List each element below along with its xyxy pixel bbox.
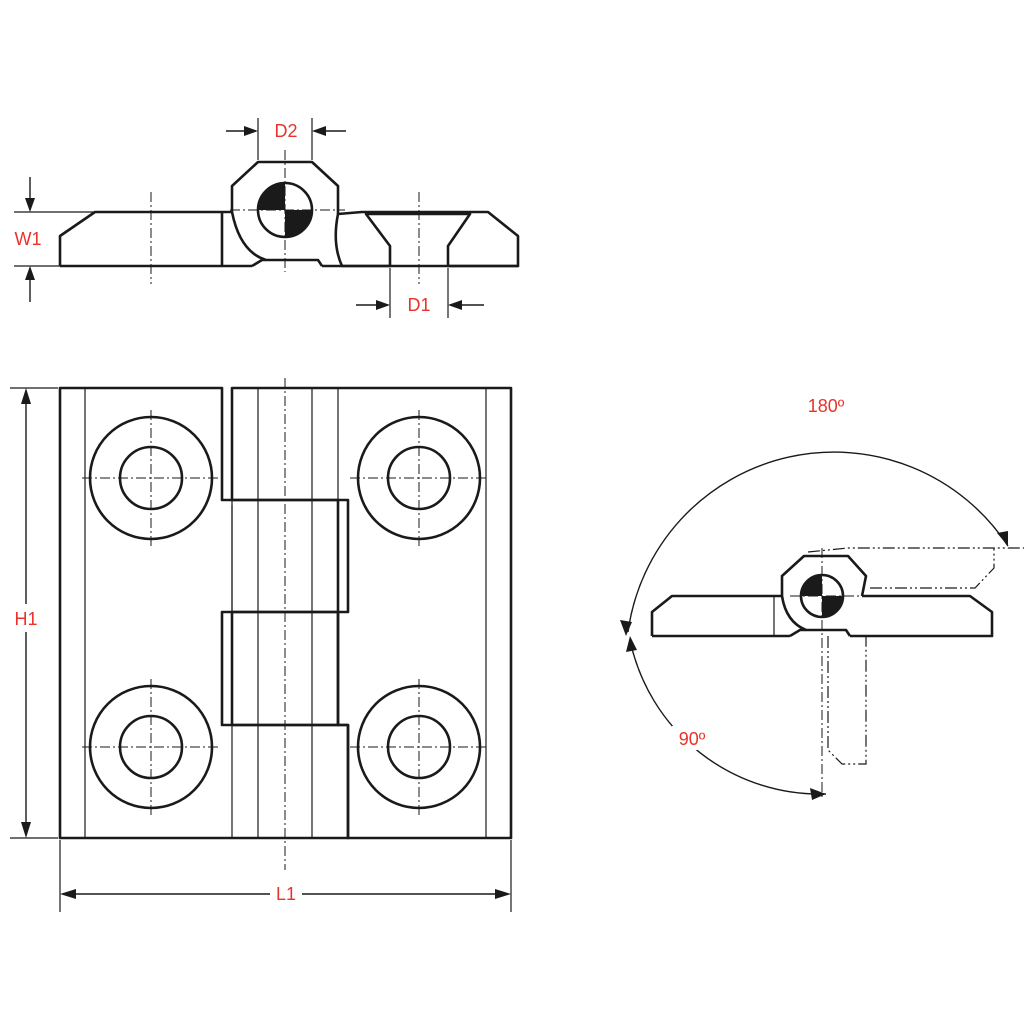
hole-bottom-left bbox=[82, 679, 220, 815]
label-d2: D2 bbox=[274, 121, 297, 141]
label-w1: W1 bbox=[15, 229, 42, 249]
label-angle-90: 90º bbox=[679, 729, 706, 749]
front-view bbox=[10, 378, 513, 912]
label-d1: D1 bbox=[407, 295, 430, 315]
label-angle-180: 180º bbox=[808, 396, 845, 416]
hole-top-left bbox=[82, 410, 220, 546]
rotation-view bbox=[620, 451, 1024, 800]
label-l1: L1 bbox=[276, 884, 296, 904]
label-h1-text: H1 bbox=[14, 609, 37, 629]
hole-bottom-right bbox=[350, 679, 488, 815]
hole-top-right bbox=[350, 410, 488, 546]
side-view bbox=[14, 118, 520, 318]
